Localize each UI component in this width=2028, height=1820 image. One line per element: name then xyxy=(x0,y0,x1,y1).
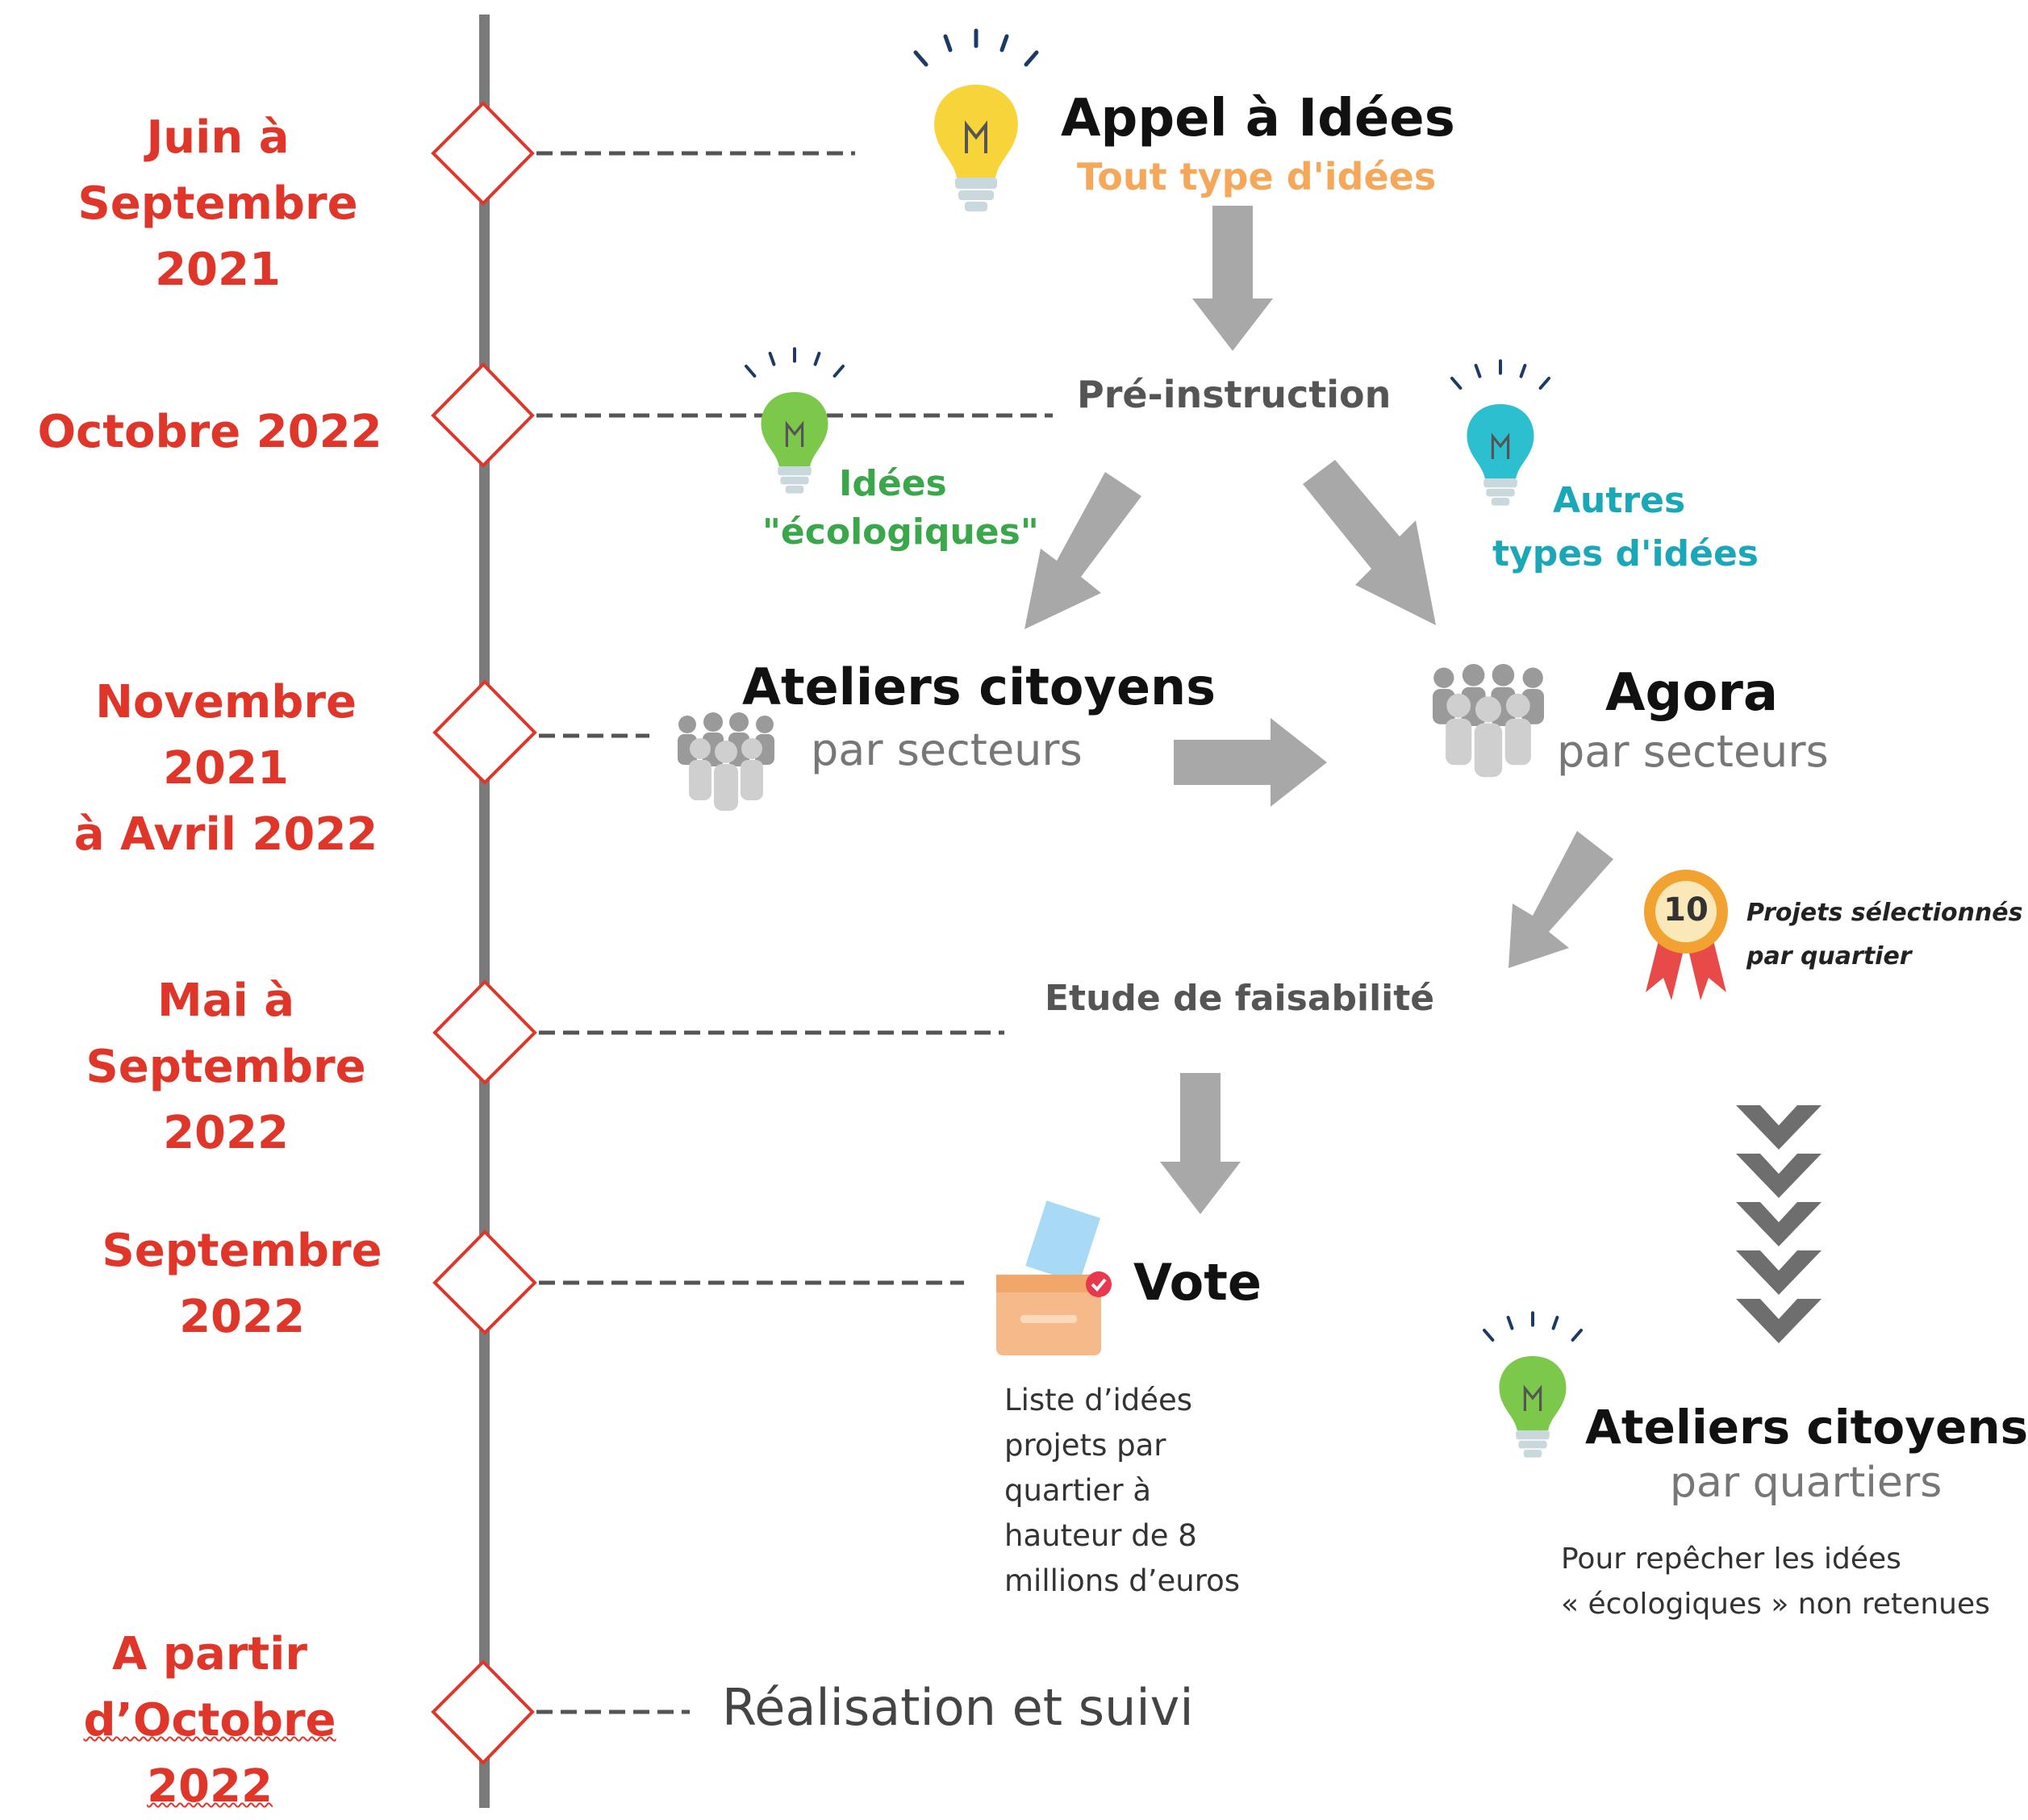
vote-note-line: Liste d’idées xyxy=(1004,1383,1193,1417)
timeline-marker xyxy=(432,679,537,785)
ateliers-subtitle: par secteurs xyxy=(811,724,1083,775)
date-label-3: Novembre 2021 à Avril 2022 xyxy=(32,670,419,868)
other-line: types d'idées xyxy=(1492,533,1759,574)
timeline-marker xyxy=(432,979,537,1085)
date-line: d’Octobre 2022 xyxy=(83,1694,336,1813)
dashed-connectors xyxy=(536,151,1053,1714)
arrow-down-etude xyxy=(1160,1073,1241,1214)
timeline-markers xyxy=(431,101,537,1765)
vote-note: Liste d’idées projets par quartier à hau… xyxy=(1004,1378,1295,1604)
date-line: Juin à xyxy=(146,111,290,164)
repecher-line: Pour repêcher les idées xyxy=(1561,1542,1901,1576)
vote-note-line: projets par xyxy=(1004,1428,1166,1463)
agora-subtitle: par secteurs xyxy=(1557,726,1829,777)
eco-line: "écologiques" xyxy=(762,511,1039,553)
date-label-4: Mai à Septembre 2022 xyxy=(24,968,428,1167)
date-label-2: Octobre 2022 xyxy=(24,399,395,465)
chevron-stack-icon xyxy=(1736,1105,1821,1343)
timeline-marker xyxy=(431,362,535,468)
badge-line: par quartier xyxy=(1746,942,1912,971)
date-line: Septembre 2021 xyxy=(77,177,358,296)
people-group-icon xyxy=(678,712,774,811)
date-line: A partir xyxy=(112,1628,307,1680)
date-label-5: Septembre 2022 xyxy=(73,1218,411,1350)
eco-line: Idées xyxy=(839,463,947,504)
date-line: Mai à xyxy=(157,975,294,1027)
lightbulb-green-icon xyxy=(744,347,845,494)
timeline-axis xyxy=(479,15,490,1808)
repecher-line: « écologiques » non retenues xyxy=(1561,1588,1990,1621)
date-label-1: Juin à Septembre 2021 xyxy=(24,105,411,303)
realisation-label: Réalisation et suivi xyxy=(722,1678,1194,1737)
date-label-6: A partir d’Octobre 2022 xyxy=(16,1622,403,1820)
arrow-to-etude xyxy=(1508,831,1613,968)
repecher-note: Pour repêcher les idées « écologiques » … xyxy=(1561,1537,2013,1627)
arrow-ateliers-to-agora xyxy=(1174,718,1327,807)
arrow-down-appel xyxy=(1192,206,1273,351)
vote-note-line: millions d’euros xyxy=(1004,1563,1241,1598)
appel-title: Appel à Idées xyxy=(1061,89,1455,148)
badge-number: 10 xyxy=(1663,891,1709,929)
eco-ideas-label: Idées "écologiques" xyxy=(762,460,1039,557)
arrow-to-agora xyxy=(1303,460,1436,625)
feasibility-label: Etude de faisabilité xyxy=(1045,978,1435,1019)
date-line: à Avril 2022 xyxy=(73,808,378,861)
timeline-marker xyxy=(432,1229,537,1335)
date-line: Septembre xyxy=(102,1225,382,1277)
preinstruction-label: Pré-instruction xyxy=(1077,373,1392,416)
date-line: Septembre 2022 xyxy=(86,1041,366,1159)
ballot-box-icon xyxy=(996,1200,1112,1355)
ateliers-title: Ateliers citoyens xyxy=(742,657,1216,716)
lightbulb-green-icon xyxy=(1482,1311,1584,1458)
ateliers-quartiers-title: Ateliers citoyens xyxy=(1585,1400,2028,1455)
appel-subtitle: Tout type d'idées xyxy=(1077,155,1437,198)
timeline-marker xyxy=(431,1659,535,1765)
flow-arrows xyxy=(1024,206,1613,1214)
other-ideas-label: Autres types d'idées xyxy=(1492,474,1783,581)
date-line: Octobre 2022 xyxy=(37,406,382,458)
date-line: Novembre 2021 xyxy=(95,676,357,795)
vote-note-line: hauteur de 8 xyxy=(1004,1518,1197,1553)
other-line: Autres xyxy=(1553,480,1686,521)
rosette-badge-icon xyxy=(1644,870,1728,1000)
vote-title: Vote xyxy=(1133,1253,1262,1312)
people-group-icon xyxy=(1433,663,1544,778)
selected-projects-label: Projets sélectionnés par quartier xyxy=(1746,891,2023,979)
lightbulb-teal-icon xyxy=(1450,359,1551,506)
timeline-marker xyxy=(431,101,535,206)
vote-note-line: quartier à xyxy=(1004,1473,1152,1508)
badge-line: Projets sélectionnés xyxy=(1746,899,2023,927)
lightbulb-yellow-icon xyxy=(913,28,1039,211)
arrow-to-ateliers xyxy=(1024,472,1141,629)
agora-title: Agora xyxy=(1605,663,1779,723)
date-line: 2022 xyxy=(179,1291,305,1343)
ateliers-quartiers-subtitle: par quartiers xyxy=(1670,1459,1942,1507)
